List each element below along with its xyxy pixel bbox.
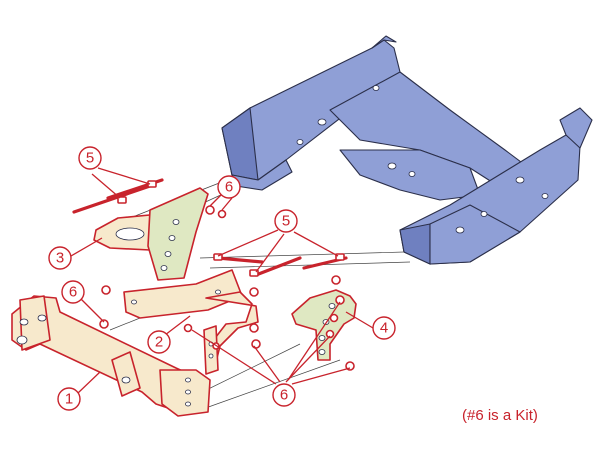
callout-4: 4 <box>372 316 396 340</box>
leader-lines <box>70 167 374 394</box>
callout-label: 3 <box>56 250 64 267</box>
bolt-set-center <box>213 253 348 277</box>
part-1-crossbar <box>11 295 211 417</box>
hardware-kit <box>99 275 355 371</box>
callout-6-upper: 6 <box>217 175 241 199</box>
callout-label: 4 <box>380 320 388 337</box>
part-3-left-bracket <box>93 187 227 281</box>
callout-1: 1 <box>57 387 81 411</box>
callout-6-left: 6 <box>61 280 85 304</box>
callout-6-bottom: 6 <box>272 383 296 407</box>
callout-label: 6 <box>280 387 288 404</box>
callout-5-upper-left: 5 <box>78 146 102 170</box>
callout-label: 6 <box>225 179 233 196</box>
callout-label: 1 <box>65 391 73 408</box>
callout-label: 5 <box>86 150 94 167</box>
callout-3: 3 <box>48 246 72 270</box>
callout-5-center: 5 <box>274 209 298 233</box>
callout-label: 6 <box>69 284 77 301</box>
callout-label: 2 <box>155 334 163 351</box>
part-2-cross-brace <box>123 269 259 375</box>
callout-2: 2 <box>147 330 171 354</box>
kit-note: (#6 is a Kit) <box>462 407 538 424</box>
callout-label: 5 <box>282 213 290 230</box>
vehicle-frame <box>221 35 593 265</box>
